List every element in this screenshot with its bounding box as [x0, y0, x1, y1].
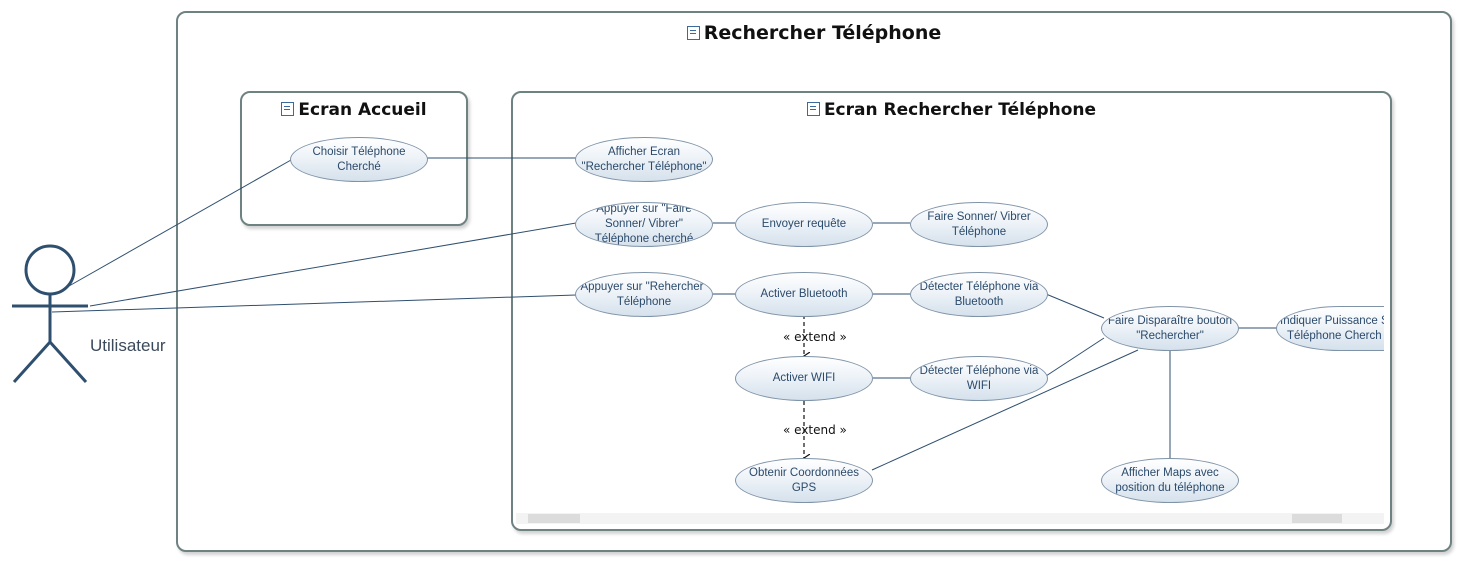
link-detectwifi-disparaitre	[1045, 337, 1105, 377]
extend-label-2: « extend »	[783, 423, 847, 437]
rechercher-frame-title: Ecran Rechercher Téléphone	[513, 100, 1390, 120]
usecase-envoyer-requete[interactable]: Envoyer requête	[735, 202, 873, 247]
horizontal-scrollbar[interactable]	[516, 513, 1384, 524]
usecase-activer-wifi[interactable]: Activer WIFI	[735, 356, 873, 401]
assoc-actor-appuyer-faire	[89, 222, 577, 307]
usecase-indiquer-puissance[interactable]: Indiquer Puissance S Téléphone Cherch	[1276, 306, 1384, 351]
usecase-label: Afficher Ecran "Rechercher Téléphone"	[581, 145, 707, 173]
actor-label: Utilisateur	[90, 336, 166, 355]
extend-label-1: « extend »	[783, 330, 847, 344]
usecase-faire-sonner[interactable]: Faire Sonner/ Vibrer Téléphone	[910, 202, 1048, 247]
usecase-label: Appuyer sur "Rehercher" Téléphone	[580, 280, 708, 308]
usecase-label: Activer WIFI	[772, 372, 836, 384]
actor-stick-figure	[12, 244, 88, 384]
usecase-afficher-ecran[interactable]: Afficher Ecran "Rechercher Téléphone"	[575, 137, 713, 182]
usecase-detecter-bluetooth[interactable]: Détecter Téléphone via Bluetooth	[910, 272, 1048, 317]
usecase-detecter-wifi[interactable]: Détecter Téléphone via WIFI	[910, 356, 1048, 401]
usecase-label: Faire Disparaître bouton "Rechercher"	[1107, 314, 1232, 342]
usecase-activer-bluetooth[interactable]: Activer Bluetooth	[735, 272, 873, 317]
usecase-label: Activer Bluetooth	[760, 288, 848, 300]
usecase-label: Appuyer sur "Faire Sonner/ Vibrer" Télép…	[594, 203, 694, 245]
usecase-appuyer-rechercher[interactable]: Appuyer sur "Rehercher" Téléphone	[575, 272, 713, 317]
usecase-appuyer-faire-sonner[interactable]: Appuyer sur "Faire Sonner/ Vibrer" Télép…	[575, 202, 713, 247]
usecase-faire-disparaitre[interactable]: Faire Disparaître bouton "Rechercher"	[1101, 306, 1239, 351]
accueil-frame-title: Ecran Accueil	[242, 100, 466, 120]
scrollbar-thumb[interactable]	[528, 514, 580, 523]
usecase-afficher-maps[interactable]: Afficher Maps avec position du téléphone	[1101, 458, 1239, 503]
usecase-label: Détecter Téléphone via Bluetooth	[919, 280, 1039, 308]
assoc-actor-appuyer-rech	[51, 294, 577, 313]
accueil-title-text: Ecran Accueil	[298, 100, 427, 120]
link-gps-disparaitre	[871, 349, 1139, 471]
outer-frame-title: Rechercher Téléphone	[178, 22, 1450, 44]
usecase-label: Indiquer Puissance S Téléphone Cherch	[1280, 314, 1384, 342]
usecase-label: Envoyer requête	[761, 218, 847, 230]
component-icon	[806, 102, 820, 116]
assoc-actor-choisir	[61, 159, 292, 291]
usecase-label: Obtenir Coordonnées GPS	[749, 466, 859, 494]
component-icon	[281, 102, 295, 116]
rechercher-title-text: Ecran Rechercher Téléphone	[823, 100, 1097, 120]
usecase-label: Choisir Téléphone Cherché	[312, 145, 406, 173]
usecase-label: Afficher Maps avec position du téléphone	[1115, 466, 1225, 494]
scrollbar-track-end	[1292, 514, 1342, 523]
outer-title-text: Rechercher Téléphone	[703, 22, 942, 44]
link-detectbt-disparaitre	[1045, 293, 1105, 319]
component-icon	[686, 26, 700, 40]
usecase-choisir-telephone[interactable]: Choisir Téléphone Cherché	[290, 137, 428, 182]
usecase-label: Détecter Téléphone via WIFI	[919, 364, 1039, 392]
usecase-label: Faire Sonner/ Vibrer Téléphone	[927, 210, 1031, 238]
usecase-obtenir-gps[interactable]: Obtenir Coordonnées GPS	[735, 458, 873, 503]
